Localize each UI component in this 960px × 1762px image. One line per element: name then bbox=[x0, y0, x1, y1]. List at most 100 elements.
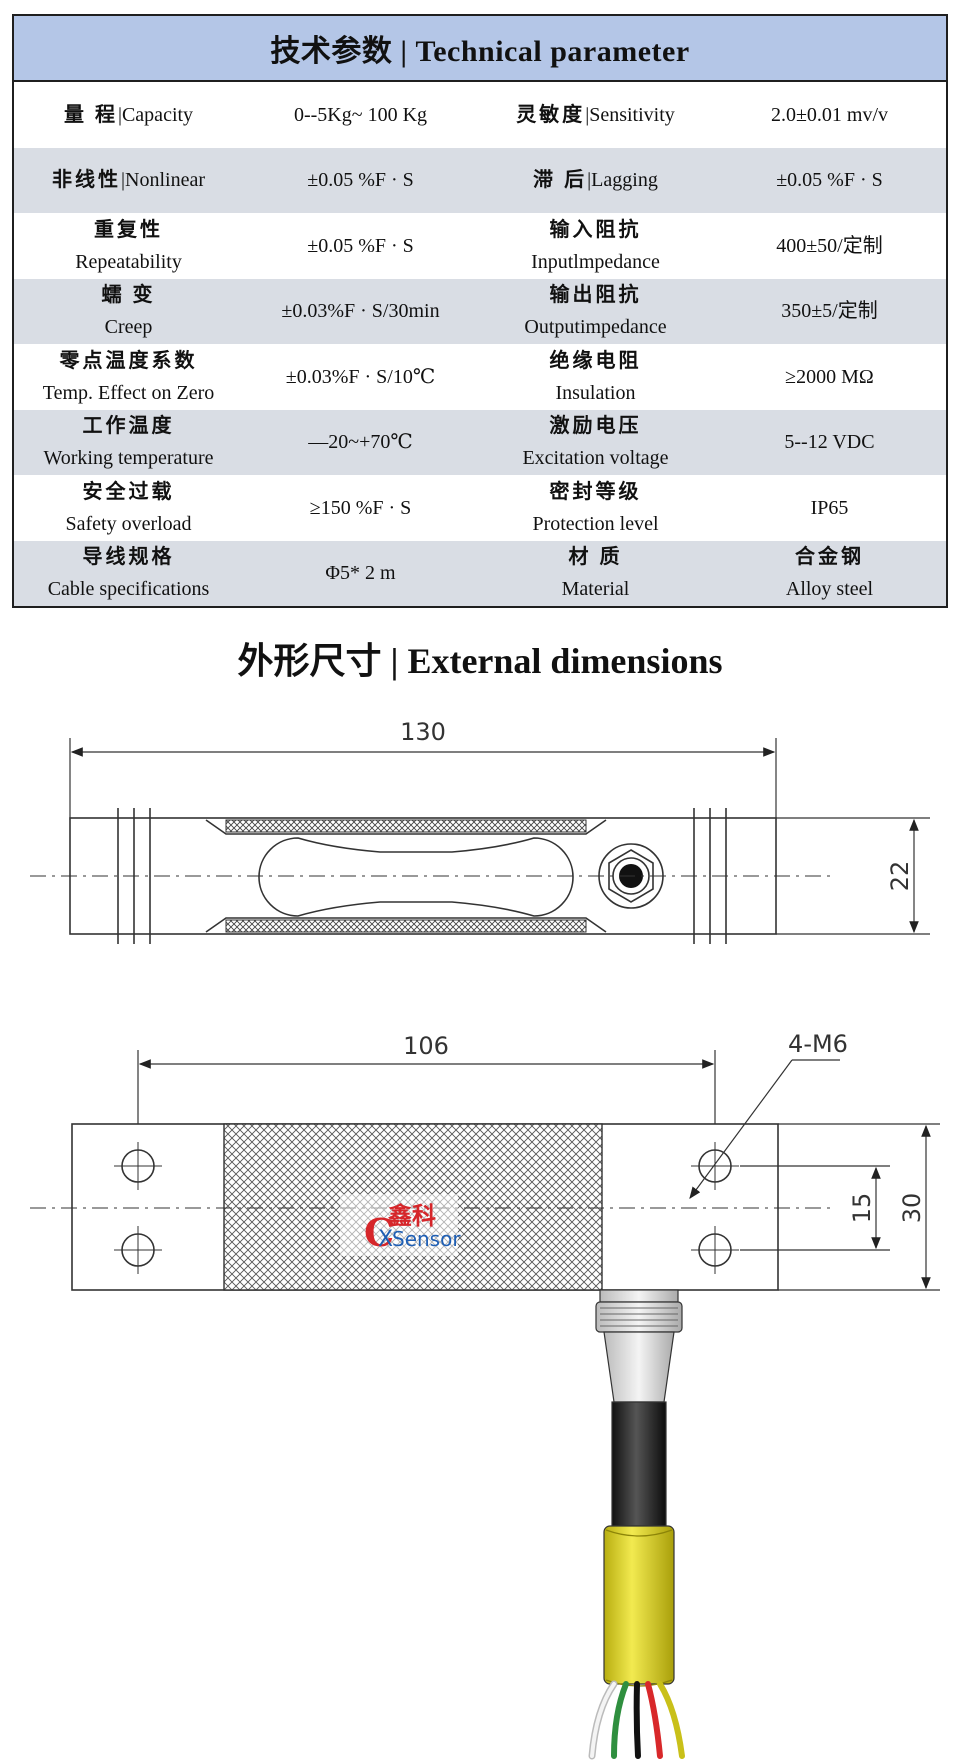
dim-top-height-label: 22 bbox=[886, 861, 914, 892]
param-label-right-zh: 激励电压 bbox=[549, 415, 642, 438]
dimensions-title: 外形尺寸 | External dimensions bbox=[237, 641, 723, 681]
param-value-left-text: Φ5* 2 m bbox=[325, 562, 396, 585]
param-label-left-zh: 非线性 bbox=[52, 169, 121, 192]
param-label-right: 输入阻抗 Inputlmpedance bbox=[478, 214, 713, 278]
param-label-left-zh: 量 程 bbox=[63, 103, 118, 126]
param-label-left-zh: 蠕 变 bbox=[101, 284, 156, 307]
param-value-right-text: 5--12 VDC bbox=[784, 431, 875, 454]
param-label-left: 非线性|Nonlinear bbox=[14, 164, 243, 196]
param-value-right: 5--12 VDC bbox=[713, 426, 946, 458]
param-label-right-zh: 输出阻抗 bbox=[549, 284, 642, 307]
param-label-right-en: Insulation bbox=[555, 381, 636, 404]
param-label-left-en: Temp. Effect on Zero bbox=[42, 381, 215, 404]
param-value-left-text: ≥150 %F · S bbox=[309, 496, 412, 519]
param-label-right: 滞 后|Lagging bbox=[478, 164, 713, 196]
param-value-left: —20~+70℃ bbox=[243, 426, 478, 458]
param-label-right-zh: 灵敏度 bbox=[516, 103, 586, 126]
param-label-left-en: Repeatability bbox=[75, 250, 182, 273]
param-value-left-text: —20~+70℃ bbox=[308, 431, 413, 454]
param-label-right-zh: 密封等级 bbox=[549, 480, 642, 503]
param-value-left: ±0.03%F · S/10℃ bbox=[243, 361, 478, 393]
param-value-left-text: ±0.03%F · S/10℃ bbox=[285, 365, 436, 388]
dimension-drawing: 130 22 106 4-M6 15 bbox=[30, 718, 940, 1760]
dim-bottom-height-label: 30 bbox=[898, 1193, 926, 1224]
cable-assembly bbox=[595, 1289, 683, 1687]
dim-hole-pitch-label: 15 bbox=[848, 1193, 876, 1224]
param-label-left: 重复性 Repeatability bbox=[14, 214, 243, 278]
dim-length-label: 130 bbox=[400, 718, 446, 746]
mounting-holes bbox=[114, 1142, 739, 1274]
spec-row: 零点温度系数 Temp. Effect on Zero ±0.03%F · S/10… bbox=[14, 344, 946, 410]
param-label-left-separator: | bbox=[117, 103, 122, 126]
param-label-left: 零点温度系数 Temp. Effect on Zero bbox=[14, 345, 243, 409]
bottom-view bbox=[30, 1050, 940, 1291]
param-label-right-zh: 输入阻抗 bbox=[549, 218, 642, 241]
param-value-right: 350±5/定制 bbox=[713, 295, 946, 327]
lead-wires bbox=[588, 1680, 685, 1760]
logo-brand-en: Sensor bbox=[392, 1227, 461, 1251]
top-view bbox=[30, 738, 930, 944]
param-label-left-en: Creep bbox=[104, 316, 153, 339]
param-label-right: 材 质 Material bbox=[478, 541, 713, 605]
spec-table-title: 技术参数 | Technical parameter bbox=[14, 16, 946, 82]
param-label-left-en: Cable specifications bbox=[47, 578, 210, 601]
param-value-right-text: 350±5/定制 bbox=[781, 300, 878, 323]
param-label-right-separator: | bbox=[585, 103, 590, 126]
param-label-right-zh: 材 质 bbox=[568, 546, 623, 569]
param-value-left-text: ±0.03%F · S/30min bbox=[281, 300, 440, 323]
param-value-right-text: 400±50/定制 bbox=[776, 234, 883, 257]
param-label-right: 密封等级 Protection level bbox=[478, 476, 713, 540]
param-label-right-separator: | bbox=[587, 169, 592, 192]
param-value-left-text: ±0.05 %F · S bbox=[307, 169, 414, 192]
logo-brand-zh: 鑫科 bbox=[388, 1202, 436, 1230]
param-value-right-text: IP65 bbox=[810, 496, 849, 519]
param-value-left: ±0.05 %F · S bbox=[243, 164, 478, 196]
param-value-left: ≥150 %F · S bbox=[243, 492, 478, 524]
param-label-left-en: Capacity bbox=[121, 103, 194, 126]
param-value-left-text: ±0.05 %F · S bbox=[307, 234, 414, 257]
param-value-left-text: 0--5Kg~ 100 Kg bbox=[293, 103, 428, 126]
param-value-left: 0--5Kg~ 100 Kg bbox=[243, 99, 478, 131]
param-label-left-zh: 零点温度系数 bbox=[59, 349, 198, 372]
param-value-right: ±0.05 %F · S bbox=[713, 164, 946, 196]
spec-row: 重复性 Repeatability ±0.05 %F · S 输入阻抗 Inputlmp… bbox=[14, 213, 946, 279]
dim-hole-label: 4-M6 bbox=[788, 1030, 848, 1058]
param-value-right: IP65 bbox=[713, 492, 946, 524]
param-label-right-en: Lagging bbox=[591, 169, 658, 192]
param-label-right-en: Protection level bbox=[532, 512, 659, 535]
dim-hole-spacing-label: 106 bbox=[403, 1032, 449, 1060]
param-value-right-zh: 合金钢 bbox=[794, 546, 864, 569]
param-label-right-zh: 滞 后 bbox=[533, 169, 588, 192]
svg-text:C: C bbox=[364, 1210, 394, 1255]
param-value-right-text: ±0.05 %F · S bbox=[776, 169, 883, 192]
param-label-left-en: Nonlinear bbox=[125, 169, 205, 192]
param-label-right-en: Inputlmpedance bbox=[531, 250, 660, 273]
param-value-right: 400±50/定制 bbox=[713, 230, 946, 262]
param-label-right-zh: 绝缘电阻 bbox=[549, 349, 642, 372]
param-label-left-separator: | bbox=[121, 169, 126, 192]
param-value-left: Φ5* 2 m bbox=[243, 557, 478, 589]
param-label-right-en: Material bbox=[561, 578, 630, 601]
brand-logo: C X 鑫科 Sensor bbox=[340, 1194, 461, 1256]
param-value-right-text: 2.0±0.01 mv/v bbox=[770, 103, 889, 126]
param-label-left: 蠕 变 Creep bbox=[14, 279, 243, 343]
param-value-right: ≥2000 MΩ bbox=[713, 361, 946, 393]
param-label-left-zh: 安全过载 bbox=[82, 480, 175, 503]
logo-prefix: X bbox=[378, 1227, 393, 1252]
param-value-right: 2.0±0.01 mv/v bbox=[713, 99, 946, 131]
param-label-left-zh: 重复性 bbox=[94, 218, 163, 241]
param-value-left: ±0.05 %F · S bbox=[243, 230, 478, 262]
param-label-right-en: Sensitivity bbox=[589, 103, 675, 126]
